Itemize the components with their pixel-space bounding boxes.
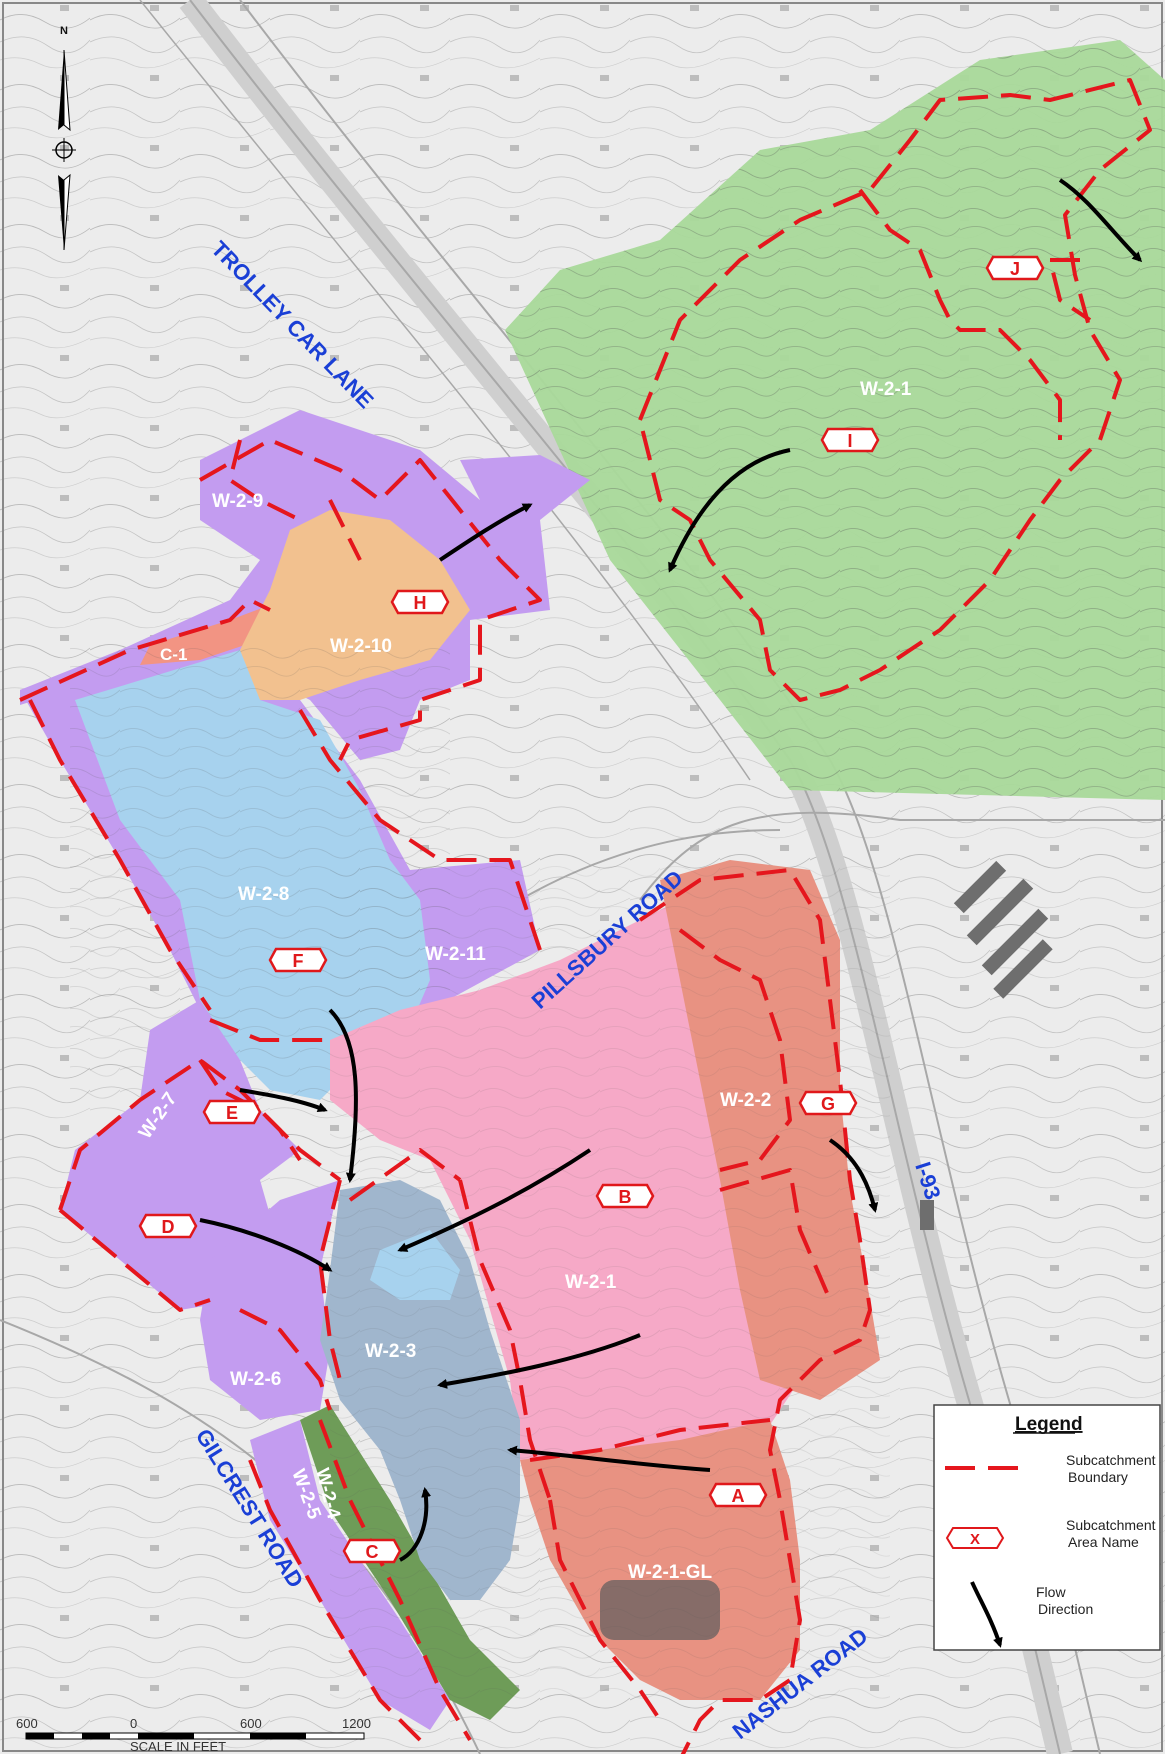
svg-text:G: G [821, 1094, 835, 1114]
legend-tag-swatch: X [945, 1527, 1005, 1549]
svg-text:0: 0 [130, 1716, 137, 1731]
pink-area-texture [330, 860, 890, 1700]
flow-arrow [1058, 178, 1143, 263]
flow-arrow [239, 1088, 328, 1113]
area-tag-h: H [390, 589, 450, 615]
flow-arrows [199, 178, 1143, 1562]
flow-arrow [437, 1333, 641, 1389]
area-label-w28: W-2-8 [238, 884, 289, 905]
flow-arrow [199, 1218, 333, 1272]
north-arrow: N [52, 25, 76, 251]
svg-text:D: D [162, 1217, 175, 1237]
scale-bar: 600 0 600 1200 SCALE IN FEET [16, 1716, 371, 1754]
svg-text:Boundary: Boundary [1068, 1469, 1128, 1485]
flow-arrow [828, 1138, 879, 1213]
area-label-w210: W-2-10 [330, 636, 392, 657]
svg-text:F: F [293, 951, 304, 971]
svg-text:600: 600 [16, 1716, 38, 1731]
svg-text:E: E [226, 1103, 238, 1123]
svg-text:J: J [1010, 259, 1020, 279]
area-label-w26: W-2-6 [230, 1369, 281, 1390]
svg-text:Area Name: Area Name [1068, 1534, 1139, 1550]
flow-arrow [668, 448, 791, 573]
svg-text:Flow: Flow [1036, 1584, 1066, 1600]
svg-text:1200: 1200 [342, 1716, 371, 1731]
flow-arrow [438, 503, 533, 562]
area-tag-a: A [708, 1482, 768, 1508]
area-label-w22: W-2-2 [720, 1090, 771, 1111]
flow-arrow [328, 1008, 358, 1183]
legend-title: Legend [1015, 1414, 1083, 1435]
area-tag-c: C [342, 1538, 402, 1564]
svg-text:600: 600 [240, 1716, 262, 1731]
flow-arrow [507, 1445, 711, 1472]
svg-text:H: H [414, 593, 427, 613]
svg-text:I: I [847, 431, 852, 451]
area-label-w21gl: W-2-1-GL [628, 1562, 712, 1583]
svg-text:SCALE IN FEET: SCALE IN FEET [130, 1739, 226, 1754]
legend: Legend Subcatchment Boundary X Subcatchm… [933, 1404, 1161, 1651]
area-label-w21-north: W-2-1 [860, 379, 912, 400]
svg-text:X: X [970, 1531, 980, 1548]
area-label-w29: W-2-9 [212, 491, 263, 512]
svg-text:Direction: Direction [1038, 1601, 1093, 1617]
flow-arrow [397, 1148, 592, 1252]
area-label-w23: W-2-3 [365, 1341, 416, 1362]
area-tag-i: I [820, 427, 880, 453]
green-forest-texture [505, 40, 1165, 800]
area-tag-b: B [595, 1183, 655, 1209]
area-tag-e: E [202, 1099, 262, 1125]
subcatchment-boundaries [19, 78, 1152, 1754]
svg-text:N: N [60, 25, 68, 37]
purple-area-w27 [60, 1000, 300, 1310]
area-tag-j: J [985, 255, 1045, 281]
svg-text:B: B [619, 1187, 632, 1207]
flow-arrow [398, 1487, 432, 1562]
svg-text:Subcatchment: Subcatchment [1066, 1517, 1156, 1533]
area-label-w21-south: W-2-1 [565, 1272, 617, 1293]
area-tag-g: G [798, 1090, 858, 1116]
area-label-w211: W-2-11 [425, 944, 486, 965]
svg-text:C: C [366, 1542, 379, 1562]
svg-text:A: A [732, 1486, 745, 1506]
area-label-c1: C-1 [160, 645, 187, 664]
purple-area-w26 [200, 1180, 340, 1420]
area-tag-f: F [268, 947, 328, 973]
svg-text:Subcatchment: Subcatchment [1066, 1452, 1156, 1468]
area-tag-d: D [138, 1213, 198, 1239]
legend-flow-swatch [970, 1581, 1003, 1648]
